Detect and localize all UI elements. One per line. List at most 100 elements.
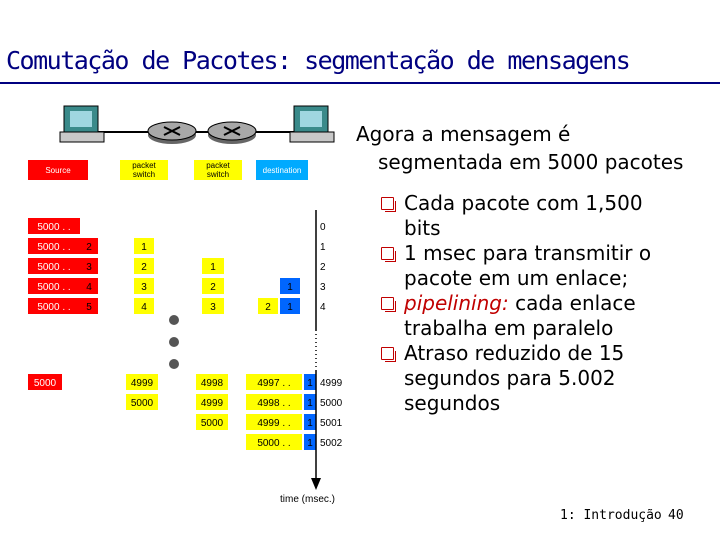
switch1-packet-cell xyxy=(134,298,154,314)
source-next-packet-cell xyxy=(80,278,98,294)
source-next-packet-cell xyxy=(80,238,98,254)
link-packet-bottom-label: 1 xyxy=(307,438,313,449)
link-packet-cell xyxy=(280,278,300,294)
checkbox-bullet-icon xyxy=(381,297,396,312)
computer-icon-source xyxy=(59,105,105,143)
switch2-packet-bottom-label: 5000 xyxy=(201,418,224,429)
source-packet-label: 5000 . . xyxy=(37,282,70,293)
time-tick-label: 0 xyxy=(320,222,326,233)
time-tick-label: 3 xyxy=(320,282,326,293)
link-packet-bottom-label: 1 xyxy=(307,398,313,409)
title-rule xyxy=(0,82,720,84)
switch2-packet-label: 1 xyxy=(210,262,216,273)
time-axis: time (msec.) xyxy=(280,210,335,505)
dest-packet-bottom-cell xyxy=(246,394,302,410)
switch1-packet-bottom-label: 5000 xyxy=(131,398,154,409)
switch2-packet-label: 3 xyxy=(210,302,216,313)
link-packet-bottom-label: 1 xyxy=(307,418,313,429)
time-axis-label: time (msec.) xyxy=(280,494,335,505)
source-packet-label: 5000 . . xyxy=(37,242,70,253)
switch2-packet-cell xyxy=(202,278,224,294)
dest-packet-label: 2 xyxy=(265,302,271,313)
bullet-list: Cada pacote com 1,500 bits 1 msec para t… xyxy=(380,191,651,416)
switch2-packet-label: 2 xyxy=(210,282,216,293)
link-packet-bottom-cell xyxy=(304,434,316,450)
router-icon-2 xyxy=(207,121,257,144)
intro-text: Agora a mensagem é segmentada em 5000 pa… xyxy=(356,120,683,176)
dest-packet-bottom-cell xyxy=(246,374,302,390)
link-packet-label: 1 xyxy=(287,282,293,293)
switch1-packet-label: 2 xyxy=(141,262,147,273)
header-destination: destination xyxy=(263,166,302,175)
switch2-packet-bottom-label: 4999 xyxy=(201,398,224,409)
link-packet-bottom-cell xyxy=(304,374,316,390)
link-packet-bottom-label: 1 xyxy=(307,378,313,389)
source-next-packet-label: 5 xyxy=(86,302,92,313)
network-topology xyxy=(59,105,335,144)
bullet-item: pipelining: cada enlace trabalha em para… xyxy=(380,291,651,341)
switch2-packet-bottom-cell xyxy=(196,394,228,410)
intro-line-1: Agora a mensagem é xyxy=(356,122,571,146)
switch1-packet-bottom-cell xyxy=(126,374,158,390)
source-packet-cell xyxy=(28,218,80,234)
time-tick-label-bottom: 5001 xyxy=(320,418,343,429)
source-next-packet-label: 3 xyxy=(86,262,92,273)
dest-packet-bottom-cell xyxy=(246,414,302,430)
switch1-packet-label: 3 xyxy=(141,282,147,293)
dest-packet-bottom-label: 4999 . . xyxy=(257,418,290,429)
source-next-packet-label: 4 xyxy=(86,282,92,293)
dest-packet-bottom-label: 5000 . . xyxy=(257,438,290,449)
source-packet-cell xyxy=(28,238,80,254)
dest-packet-bottom-label: 4997 . . xyxy=(257,378,290,389)
dest-packet-bottom-cell xyxy=(246,434,302,450)
switch2-packet-bottom-label: 4998 xyxy=(201,378,224,389)
computer-icon-destination xyxy=(289,105,335,143)
time-tick-label: 1 xyxy=(320,242,326,253)
switch1-packet-cell xyxy=(134,258,154,274)
link-packet-bottom-cell xyxy=(304,394,316,410)
time-tick-label-bottom: 5000 xyxy=(320,398,343,409)
ellipsis-dots xyxy=(169,315,179,369)
slide-title: Comutação de Pacotes: segmentação de men… xyxy=(6,46,631,75)
checkbox-bullet-icon xyxy=(381,197,396,212)
source-packet-cell xyxy=(28,258,80,274)
source-next-packet-cell xyxy=(80,258,98,274)
checkbox-bullet-icon xyxy=(381,247,396,262)
bullet-item: 1 msec para transmitir o pacote em um en… xyxy=(380,241,651,291)
source-packet-label: 5000 . . xyxy=(37,302,70,313)
link-packet-label: 1 xyxy=(287,302,293,313)
switch2-packet-bottom-cell xyxy=(196,414,228,430)
source-packet-bottom-cell xyxy=(28,374,62,390)
checkbox-bullet-icon xyxy=(381,347,396,362)
link-packet-cell xyxy=(280,298,300,314)
intro-line-2: segmentada em 5000 pacotes xyxy=(378,150,684,174)
footer-section: 1: Introdução xyxy=(560,508,662,523)
source-packet-label: 5000 . . xyxy=(37,262,70,273)
switch1-packet-label: 4 xyxy=(141,302,147,313)
link-packet-bottom-cell xyxy=(304,414,316,430)
time-tick-label: 2 xyxy=(320,262,326,273)
arrow-down-icon xyxy=(311,478,321,490)
switch2-packet-cell xyxy=(202,298,224,314)
switch2-packet-cell xyxy=(202,258,224,274)
source-packet-cell xyxy=(28,278,80,294)
time-tick-label: 4 xyxy=(320,302,326,313)
source-packet-label: 5000 . . xyxy=(37,222,70,233)
bullet-item: Atraso reduzido de 15 segundos para 5.00… xyxy=(380,341,651,416)
switch2-packet-bottom-cell xyxy=(196,374,228,390)
switch1-packet-cell xyxy=(134,278,154,294)
source-packet-bottom-label: 5000 xyxy=(34,378,57,389)
source-next-packet-label: 2 xyxy=(86,242,92,253)
switch1-packet-bottom-label: 4999 xyxy=(131,378,154,389)
header-source: Source xyxy=(45,166,71,175)
switch1-packet-bottom-cell xyxy=(126,394,158,410)
pipelining-term: pipelining: xyxy=(404,291,509,315)
bullet-item: Cada pacote com 1,500 bits xyxy=(380,191,651,241)
source-next-packet-cell xyxy=(80,298,98,314)
time-tick-label-bottom: 4999 xyxy=(320,378,343,389)
